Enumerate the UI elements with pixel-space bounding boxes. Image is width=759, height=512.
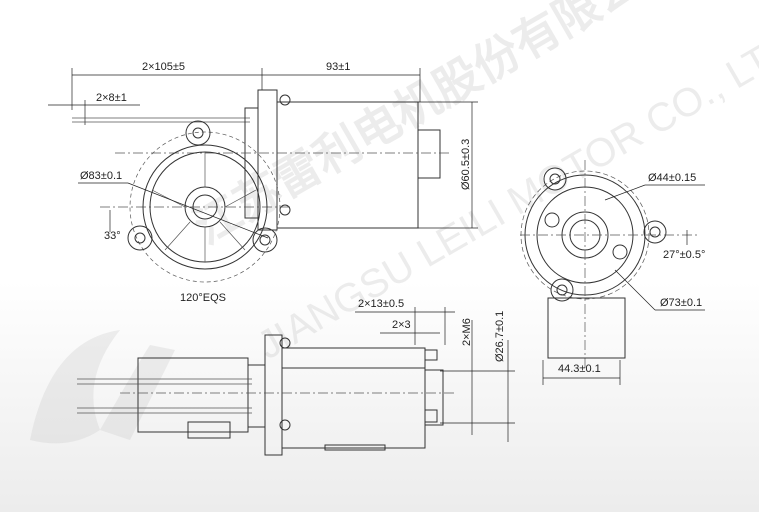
dim-lead-length: 2×105±5	[142, 61, 186, 73]
dim-spigot-diameter: Ø26.7±0.1	[494, 310, 506, 362]
dim-thread: 2×M6	[461, 318, 473, 346]
end-view	[520, 160, 705, 385]
dim-stud-offset: 2×3	[392, 319, 411, 331]
dim-angle-33: 33°	[104, 230, 121, 242]
dim-body-diameter: Ø60.5±0.3	[460, 138, 472, 190]
dim-gear-diameter: Ø83±0.1	[80, 170, 123, 182]
dim-boss-diameter: Ø44±0.15	[648, 172, 697, 184]
dim-body-length: 93±1	[326, 61, 351, 73]
dim-stud-length: 2×13±0.5	[358, 298, 405, 310]
dim-width: 44.3±0.1	[558, 363, 601, 375]
logo-watermark	[30, 330, 175, 444]
dim-angle-27: 27°±0.5°	[663, 249, 706, 261]
dim-flange-diameter: Ø73±0.1	[660, 297, 703, 309]
dim-holes-eqs: 120°EQS	[180, 292, 226, 304]
top-view	[48, 68, 478, 283]
side-view	[77, 307, 515, 456]
dim-strip-length: 2×8±1	[96, 92, 127, 104]
